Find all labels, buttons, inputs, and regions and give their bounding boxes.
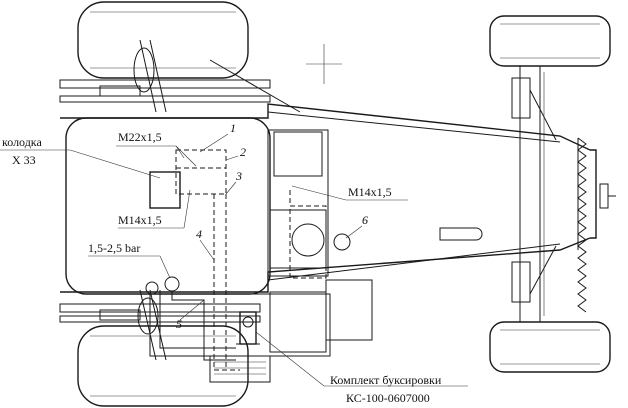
- front-right-wheel: [489, 321, 611, 373]
- rear-right-wheel: [77, 325, 249, 407]
- callout-2: 2: [240, 145, 246, 159]
- front-axle: [511, 66, 557, 322]
- callout-1: 1: [230, 121, 236, 135]
- kit-name-label: Комплект буксировки: [330, 373, 442, 387]
- connector-block-label: колодка: [2, 135, 42, 149]
- item-6-fitting: [333, 233, 351, 251]
- connector-id-label: X 33: [12, 153, 36, 167]
- rear-left-wheel: [77, 1, 249, 79]
- dashed-sensor-box: [289, 190, 327, 279]
- leader-lines: [0, 133, 468, 387]
- callout-3: 3: [235, 169, 242, 183]
- thread-m14-left-label: M14x1,5: [118, 213, 162, 227]
- towing-coupling: [236, 311, 260, 345]
- callout-4: 4: [196, 227, 202, 241]
- cab-body: [65, 117, 329, 295]
- thread-m14-right-label: M14x1,5: [348, 185, 392, 199]
- dashed-valve-outline: [175, 149, 227, 195]
- pipe-line-4: [213, 194, 240, 371]
- filter-element: [291, 223, 325, 257]
- rear-console: [149, 279, 373, 383]
- pressure-gauge: [164, 276, 180, 292]
- center-crosshair: [306, 44, 342, 84]
- pressure-label: 1,5-2,5 bar: [88, 241, 140, 255]
- callout-5: 5: [176, 317, 182, 331]
- connector-block-x33: [149, 171, 181, 209]
- kit-code-label: КС-100-0607000: [346, 391, 430, 405]
- front-left-wheel: [489, 15, 611, 67]
- upper-linkage: [59, 39, 301, 113]
- radiator-grille: [577, 137, 587, 313]
- callout-6: 6: [362, 213, 368, 227]
- thread-m22-label: M22x1,5: [118, 130, 162, 144]
